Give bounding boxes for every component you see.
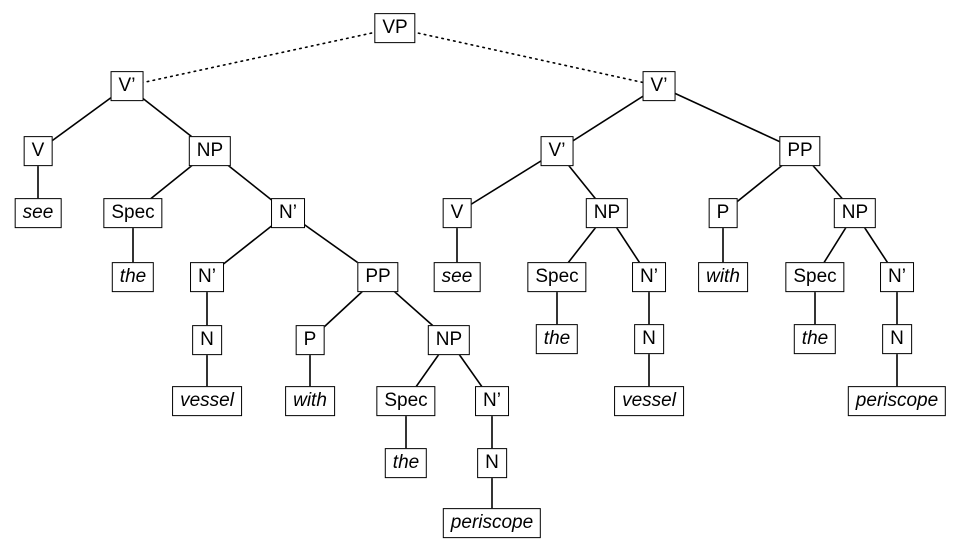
tree-edge-vp-r_vbar1	[394, 27, 660, 87]
category-node-l_pp: PP	[357, 262, 399, 292]
terminal-word-l_the2: the	[384, 448, 428, 478]
terminal-word-r_vessel: vessel	[614, 386, 684, 416]
category-node-r_v: V	[442, 198, 472, 228]
category-node-r_nbar1: N’	[632, 262, 666, 292]
category-node-r_n2: N	[882, 324, 912, 354]
tree-edge-r_vbar1-r_vbar2	[556, 85, 660, 152]
terminal-word-l_with: with	[285, 386, 335, 416]
terminal-word-r_the2: the	[793, 324, 837, 354]
terminal-word-l_periscope: periscope	[442, 508, 542, 538]
category-node-r_n1: N	[634, 324, 664, 354]
terminal-word-r_periscope: periscope	[847, 386, 947, 416]
category-node-l_v: V	[23, 136, 53, 166]
category-node-l_n2: N	[477, 448, 507, 478]
category-node-r_np2: NP	[833, 198, 877, 228]
terminal-word-r_with: with	[698, 262, 748, 292]
category-node-l_spec2: Spec	[376, 386, 436, 416]
category-node-r_vbar1: V’	[642, 71, 676, 101]
tree-edge-r_vbar1-r_pp	[658, 85, 801, 152]
category-node-r_spec2: Spec	[785, 262, 845, 292]
category-node-l_nbar1: N’	[271, 198, 305, 228]
category-node-l_n1: N	[192, 325, 222, 355]
terminal-word-r_see: see	[433, 262, 481, 292]
category-node-l_nbar3: N’	[475, 386, 509, 416]
category-node-r_nbar2: N’	[880, 262, 914, 292]
terminal-word-r_the1: the	[535, 324, 579, 354]
category-node-l_vbar: V’	[110, 71, 144, 101]
terminal-word-l_the1: the	[111, 262, 155, 292]
category-node-r_spec1: Spec	[527, 262, 587, 292]
tree-edge-r_vbar2-r_v	[456, 150, 558, 214]
category-node-l_p: P	[295, 325, 325, 355]
category-node-r_np1: NP	[585, 198, 629, 228]
category-node-l_np2: NP	[427, 325, 471, 355]
category-node-r_vbar2: V’	[540, 136, 574, 166]
category-node-l_nbar2: N’	[190, 262, 224, 292]
category-node-l_spec1: Spec	[103, 198, 163, 228]
category-node-l_np1: NP	[188, 136, 232, 166]
tree-edge-vp-l_vbar	[126, 27, 396, 87]
terminal-word-l_see: see	[14, 198, 62, 228]
category-node-r_p: P	[708, 198, 738, 228]
category-node-r_pp: PP	[779, 136, 821, 166]
terminal-word-l_vessel: vessel	[172, 386, 242, 416]
category-node-vp: VP	[374, 13, 416, 43]
